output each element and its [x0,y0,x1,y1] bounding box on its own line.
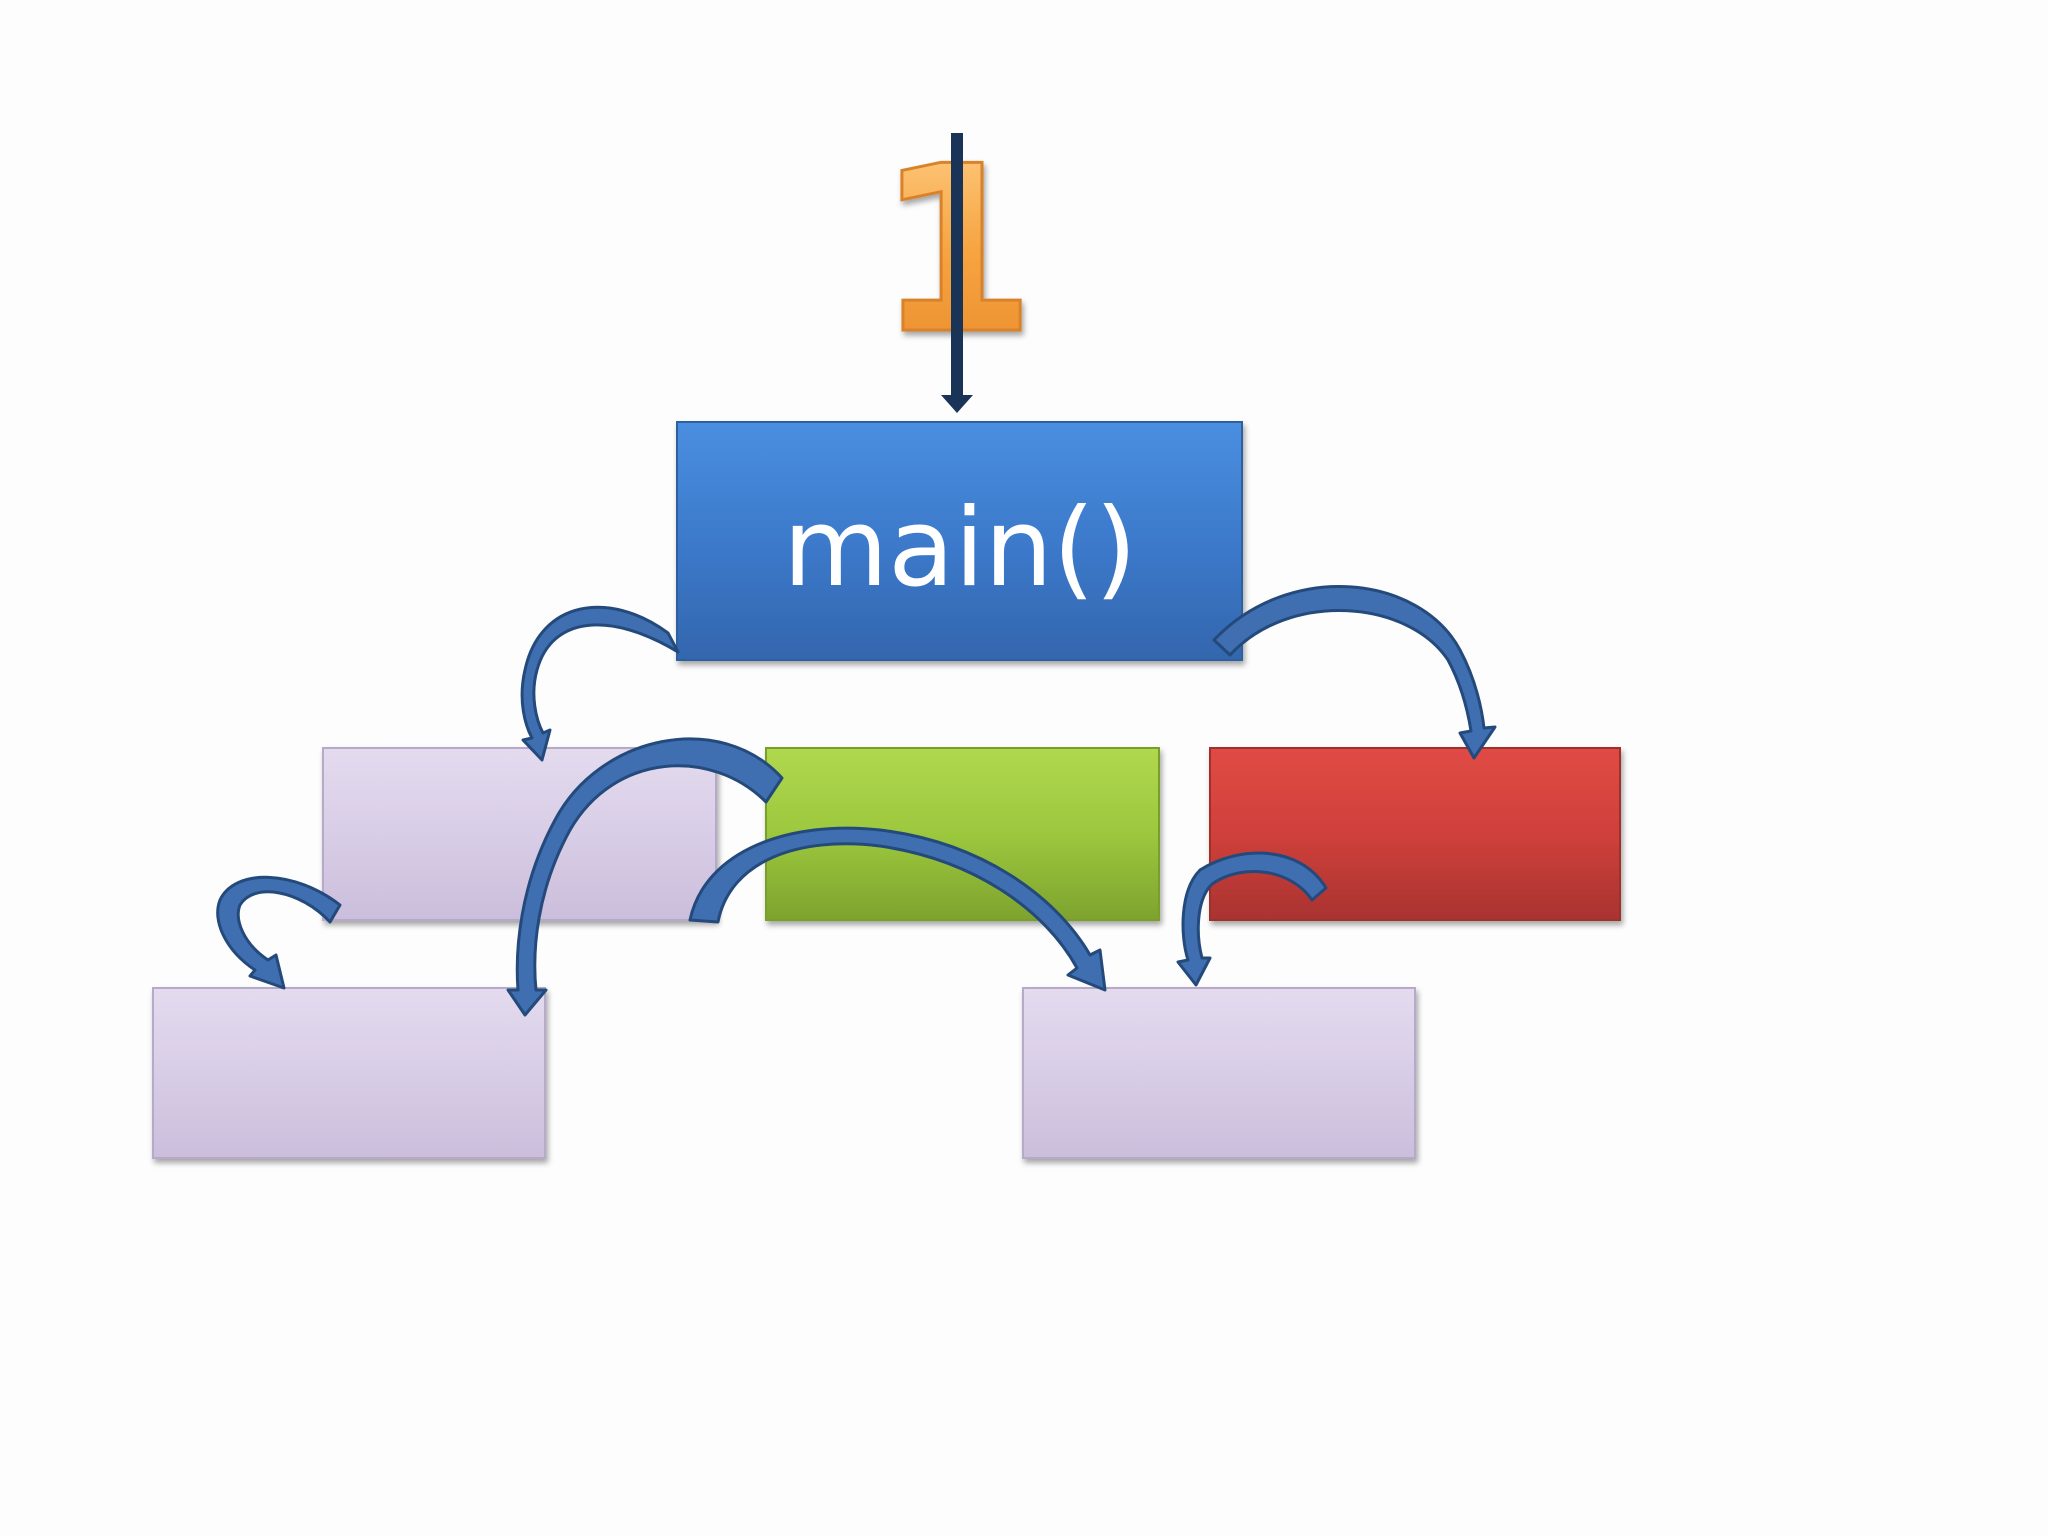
call-arrow-lavender-to-subcall-left [216,875,342,990]
callee-box-red [1209,747,1621,921]
main-function-box: main() [676,421,1243,661]
call-arrow-lavender-to-subcall-right [688,826,1107,992]
callee-box-lavender [322,747,717,921]
subcall-box-left [152,987,546,1159]
subcall-box-right [1022,987,1416,1159]
call-arrow-main-to-lavender [520,605,680,762]
main-function-label: main() [783,486,1137,611]
call-arrow-green-to-subcall-left [506,737,784,1017]
call-arrow-main-to-red [1212,585,1497,760]
entry-arrow [941,133,973,413]
call-arrow-red-to-subcall-right [1176,851,1328,987]
